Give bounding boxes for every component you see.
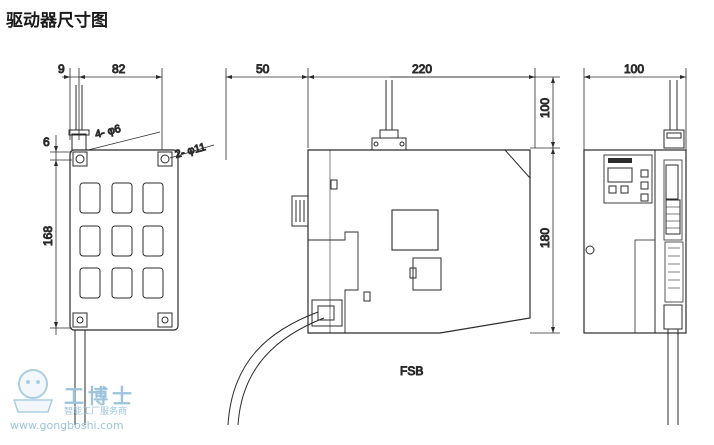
dim-hole-offset: 6 [43, 135, 50, 149]
side-view: 100 [583, 62, 687, 425]
dim-left-height: 168 [41, 226, 55, 246]
watermark [12, 369, 54, 413]
model-label: FSB [400, 364, 423, 378]
watermark-slogan: 智能工厂服务商 [64, 407, 128, 417]
dim-left-margin: 9 [58, 62, 65, 76]
page-title: 驱动器尺寸图 [6, 11, 108, 31]
dim-front-width: 220 [412, 62, 432, 76]
dim-front-height: 180 [538, 228, 552, 248]
holes-label: 4- φ6 [94, 123, 122, 141]
dim-top-height: 100 [538, 98, 552, 118]
watermark-site: www.gongboshi.com [10, 419, 124, 432]
dim-left-width: 82 [112, 62, 126, 76]
hole-label-2: 2- φ11 [174, 141, 207, 161]
left-view: 9 82 6 168 [41, 62, 215, 425]
front-view: 50 220 100 180 [225, 62, 560, 426]
mascot-icon [12, 369, 54, 413]
dim-cable-side: 50 [256, 62, 270, 76]
dim-side-width: 100 [624, 62, 644, 76]
watermark-brand: 工博士 [64, 384, 136, 408]
